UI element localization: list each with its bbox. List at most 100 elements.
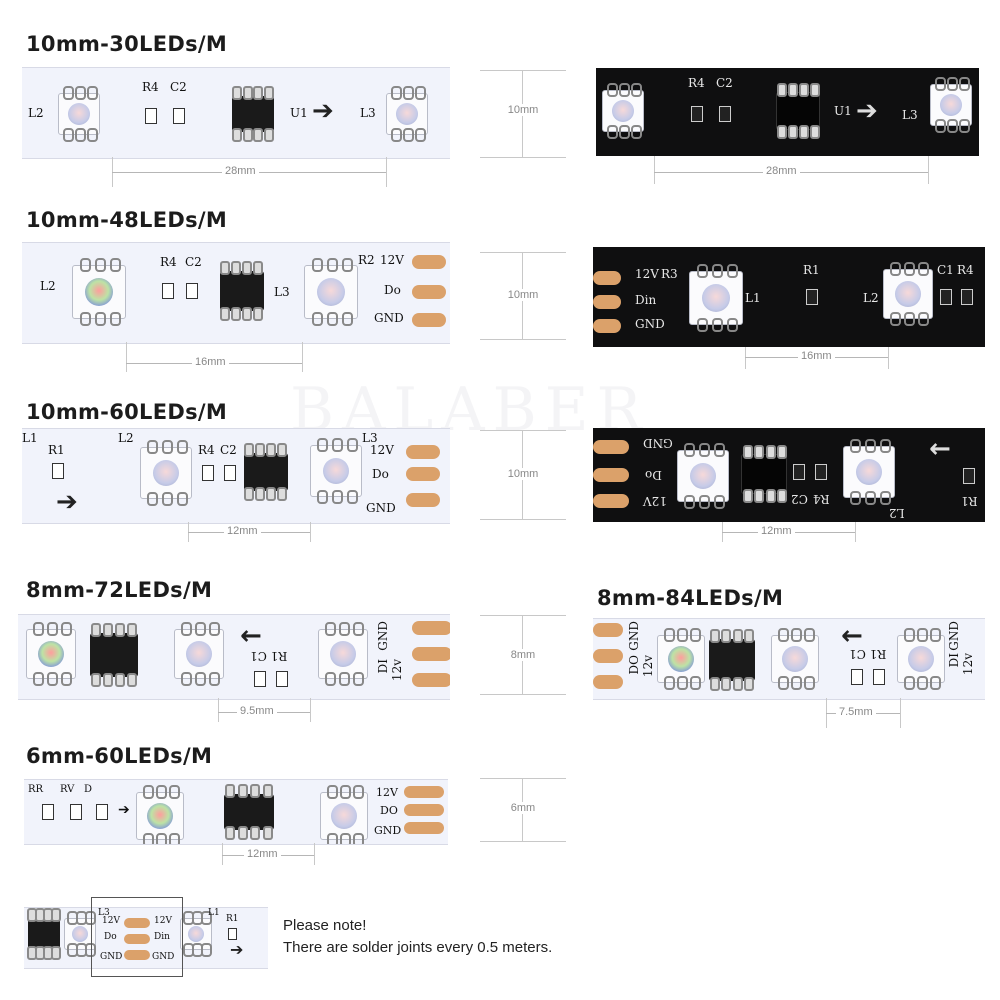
led-leg	[326, 833, 338, 844]
led-leg	[63, 86, 75, 100]
solder-pad	[404, 822, 444, 834]
ic-chip	[26, 908, 61, 960]
label-l2: L2	[28, 106, 44, 120]
led-leg	[327, 258, 338, 272]
ic-pin	[777, 83, 788, 97]
ic-chip	[741, 445, 788, 503]
solder-pad	[412, 673, 450, 687]
pin-12v: 12V	[643, 494, 667, 508]
pin-gnd: GND	[376, 621, 390, 651]
led-leg	[777, 676, 789, 690]
label-r4: R4	[813, 492, 830, 506]
pin-do: DO	[627, 655, 641, 675]
led-leg	[903, 628, 915, 642]
arrow-right-icon: ➔	[230, 940, 244, 959]
ic-pin	[721, 629, 732, 643]
led-leg	[339, 622, 350, 636]
led-leg	[346, 438, 358, 452]
led-leg	[33, 622, 44, 636]
pin-12v: 12V	[635, 267, 659, 281]
led-leg	[147, 492, 159, 506]
led-leg	[162, 492, 173, 506]
led-leg	[353, 672, 364, 686]
led-leg	[317, 490, 329, 504]
ic-pin	[50, 908, 61, 922]
led-chip	[310, 438, 362, 504]
led-leg	[677, 628, 688, 642]
pin-do: DO	[380, 804, 398, 817]
pin-gnd: GND	[947, 621, 961, 651]
ic-pin	[754, 489, 765, 503]
ic-pin	[266, 487, 277, 501]
pin-gnd: GND	[374, 824, 402, 837]
label-r1-c1: R1 C1	[250, 649, 288, 663]
pin-gnd: GND	[152, 952, 175, 962]
pin-gnd: GND	[100, 952, 123, 962]
label-r4: R4	[957, 263, 974, 277]
led-chip	[602, 83, 644, 139]
led-leg	[918, 262, 929, 276]
led-leg	[684, 443, 696, 457]
led-leg	[403, 86, 414, 100]
solder-pad	[412, 313, 446, 327]
spacing-label: 28mm	[222, 165, 259, 177]
solder-pad	[406, 493, 440, 507]
arrow-right-icon: ➔	[312, 96, 334, 126]
strip-60leds-white: L1 R1 ➔ L2 R4 C2 L3 12V Do GND	[22, 428, 450, 524]
label-c2: C2	[170, 80, 187, 94]
width-label: 6mm	[500, 802, 546, 814]
pin-12v: 12V	[380, 253, 404, 267]
strip-84leds-white: GND DO 12v ← R1 C1 GND DI 12v	[593, 618, 985, 700]
solder-joint-highlight	[91, 897, 183, 977]
label-c1: C1	[937, 263, 954, 277]
led-leg	[690, 676, 702, 690]
ic-pin	[237, 826, 248, 840]
led-leg	[332, 490, 343, 504]
ic-pin	[721, 677, 732, 691]
label-l2: L2	[863, 291, 879, 305]
solder-pad	[593, 295, 621, 309]
label-c2: C2	[220, 443, 237, 457]
ic-pin	[237, 784, 248, 798]
ic-pin	[253, 261, 264, 275]
solder-pad	[404, 786, 444, 798]
title-10mm-30leds: 10mm-30LEDs/M	[26, 32, 228, 56]
led-leg	[879, 439, 891, 453]
led-chip	[64, 911, 96, 957]
led-leg	[200, 943, 212, 957]
solder-pad	[412, 285, 446, 299]
ic-pin	[788, 83, 799, 97]
led-leg	[930, 628, 942, 642]
solder-pad	[593, 271, 621, 285]
label-l3: L3	[362, 431, 378, 445]
arrow-right-icon: ➔	[118, 802, 130, 818]
led-leg	[958, 77, 970, 91]
ic-pin	[255, 487, 266, 501]
capacitor	[96, 804, 108, 820]
led-leg	[804, 676, 816, 690]
led-leg	[311, 312, 323, 326]
ic-pin	[242, 307, 253, 321]
strip-6mm-white: RR RV D ➔ 12V DO GND	[24, 779, 448, 845]
strip-solder-joint: L3 12V Do GND 12V Din GND L1 R1 ➔	[24, 907, 268, 969]
label-r4: R4	[198, 443, 215, 457]
led-leg	[391, 86, 403, 100]
led-chip	[320, 785, 368, 844]
led-leg	[958, 119, 970, 133]
ic-pin	[225, 826, 235, 840]
ic-pin	[799, 125, 810, 139]
led-leg	[663, 628, 675, 642]
ic-pin	[744, 629, 755, 643]
led-leg	[696, 318, 708, 332]
led-leg	[930, 676, 942, 690]
led-leg	[630, 125, 642, 139]
label-r4: R4	[688, 76, 705, 90]
ic-pin	[220, 307, 231, 321]
ic-pin	[709, 629, 720, 643]
width-indicator: 10mm	[480, 430, 566, 520]
led-chip	[883, 262, 933, 326]
led-leg	[663, 676, 675, 690]
width-indicator: 10mm	[480, 252, 566, 340]
ic-pin	[244, 443, 255, 457]
led-chip	[140, 440, 192, 506]
